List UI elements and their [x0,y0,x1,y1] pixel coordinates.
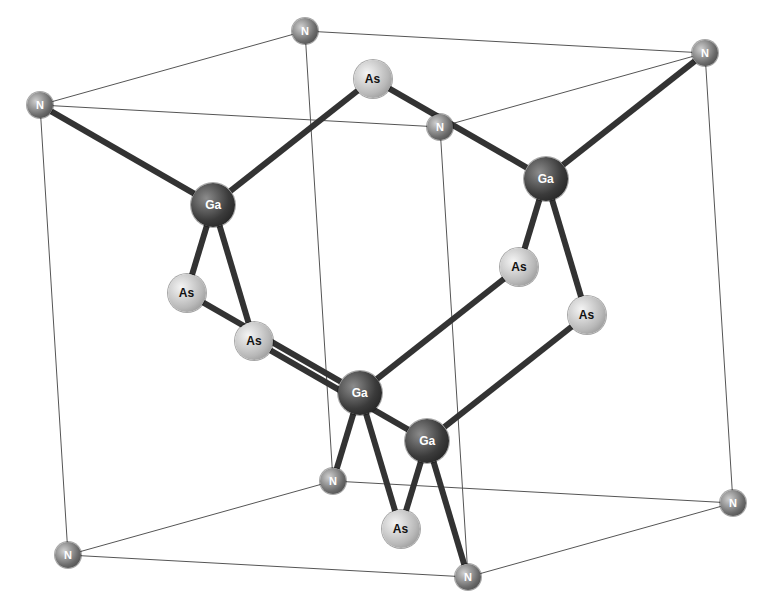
cell-edge [705,53,733,503]
cell-edge [305,31,705,53]
atom-label: N [301,26,309,37]
atom-sphere: N [292,18,318,44]
cell-edge [68,555,468,577]
atom-label: Ga [205,199,221,211]
atom-sphere: N [55,542,81,568]
cell-edge [68,481,333,555]
bond [51,111,194,193]
cell-edge [440,127,468,577]
atom-label: N [464,572,472,583]
atom-sphere: As [354,60,392,98]
atom-label: As [511,261,526,273]
atom-label: N [701,48,709,59]
bond [203,302,341,381]
bond [231,91,358,191]
atom-sphere: N [692,40,718,66]
cell-edge [40,31,305,105]
bond [445,327,572,427]
atom-sphere: Ga [191,183,235,227]
atom-sphere: N [455,564,481,590]
cell-edge [440,53,705,127]
atom-sphere: Ga [405,419,449,463]
bond [524,200,539,249]
atom-sphere: N [27,92,53,118]
cell-edge [305,31,333,481]
atom-label: Ga [352,387,368,399]
atom-label: As [246,335,261,347]
bond [389,88,527,167]
atom-sphere: N [427,114,453,140]
bond [220,226,249,323]
atom-label: N [329,476,337,487]
atom-sphere: As [235,322,273,360]
atom-label: N [436,122,444,133]
atom-label: As [179,287,194,299]
atom-sphere: Ga [338,371,382,415]
atom-label: As [579,309,594,321]
cell-edge [40,105,68,555]
bond [552,200,581,297]
atom-label: As [393,523,408,535]
cell-edge [40,105,440,127]
cell-edge [468,503,733,577]
bond [366,414,395,511]
atom-label: Ga [538,173,554,185]
atom-sphere: Ga [524,157,568,201]
bond [337,414,354,469]
atom-sphere: As [382,510,420,548]
bond [434,462,465,565]
atom-sphere: As [168,274,206,312]
atom-label: N [64,550,72,561]
atom-label: As [365,73,380,85]
atom-sphere: As [500,248,538,286]
atom-label: N [36,100,44,111]
bond [377,279,504,379]
bond [270,350,408,429]
atom-label: N [729,498,737,509]
bond [563,61,695,165]
atom-label: Ga [419,435,435,447]
atom-sphere: N [320,468,346,494]
bond [192,226,207,275]
atom-sphere: N [720,490,746,516]
bond [406,462,421,511]
atom-sphere: As [568,296,606,334]
